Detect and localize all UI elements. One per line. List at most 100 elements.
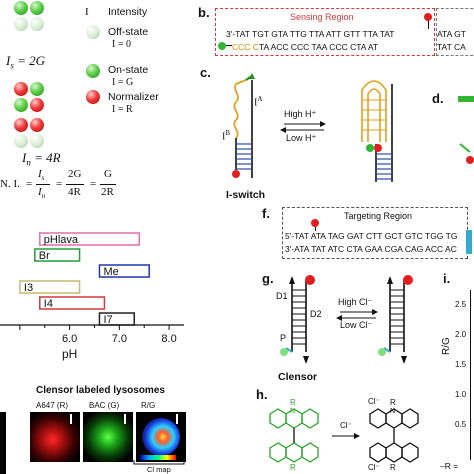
green-ball-icon [14, 98, 28, 112]
on-state-label: On-state [108, 64, 149, 76]
panel-d-letter: d. [432, 91, 444, 106]
right-region-box [436, 8, 474, 56]
sensing-region-box [215, 8, 435, 56]
off-ball-icon [14, 17, 28, 31]
normalizer-ball-icon [86, 90, 100, 104]
micro-ch2-label: BAC (G) [89, 401, 120, 410]
i-tick-0: 2.5 [455, 300, 467, 309]
off-ball-icon [30, 134, 44, 148]
b-bottom-strand: CCC CTA ACC CCC TAA CCC CTA AT [232, 42, 379, 52]
cmap-label: Cl map [147, 465, 171, 474]
red-ball-icon [30, 118, 44, 132]
h-cl-top-right: Cl⁻ [368, 397, 380, 406]
ph-tick-label: 6.0 [62, 333, 77, 345]
green-ball-icon [30, 82, 44, 96]
green-ball-icon [30, 1, 44, 15]
off-ball-icon [30, 17, 44, 31]
ratio-lead: N. I. [0, 178, 20, 190]
ph-range-bar [34, 248, 81, 262]
micro-ch1-label: A647 (R) [36, 401, 69, 410]
is-equation: Is = 2G [6, 53, 46, 71]
ratio-eq-sign-3: = [90, 178, 97, 190]
panel-i-letter: i. [443, 271, 451, 286]
h-r-top-left: R [290, 398, 296, 407]
g-p-label: P [280, 333, 287, 343]
ph-range-label: Br [39, 250, 50, 262]
micro-ch3-label: R/G [141, 401, 156, 410]
i-ylabel: R/G [441, 337, 452, 355]
ph-range-bar [98, 264, 150, 278]
a647-image [30, 412, 80, 462]
h-arrow-label: Cl⁻ [340, 421, 352, 430]
normalizer-eq: I = R [112, 104, 133, 115]
b-top-strand: 3'-TAT TGT GTA TTG TTA ATT GTT TTA TAT [226, 29, 395, 39]
clensor-diagram [280, 275, 413, 364]
i-tick-1: 2.0 [455, 330, 467, 339]
green-ball-icon [14, 1, 28, 15]
intensity-symbol: I [85, 6, 89, 18]
ph-range-label: Me [103, 266, 118, 278]
ratio-num2: 2G [68, 168, 82, 180]
d-green-bar [458, 96, 474, 102]
h-r-bottom-right: R [390, 463, 396, 472]
ratio-num3: G [104, 168, 112, 180]
c-arrow-bottom: Low H⁺ [286, 133, 317, 143]
normalizer-label: Normalizer [108, 91, 159, 103]
panel-g-letter: g. [262, 271, 274, 286]
off-state-label: Off-state [108, 26, 149, 38]
g-d1-label: D1 [276, 291, 288, 301]
on-state-ball-icon [86, 64, 100, 78]
c-arrow-top: High H⁺ [284, 109, 317, 119]
h-cl-bottom-right: Cl⁻ [368, 463, 380, 472]
b-green-dot-icon [218, 42, 226, 50]
panel-h-letter: h. [256, 387, 268, 402]
ratio-den2: 4R [68, 186, 81, 198]
ratio-is: Is [38, 168, 45, 183]
ph-tick-label: 8.0 [161, 333, 176, 345]
ph-tick-label: 7.0 [112, 333, 127, 345]
b-top-strand-right: ATA GT [437, 29, 466, 39]
ph-range-label: I4 [44, 298, 53, 310]
ph-range-bar [19, 280, 81, 294]
g-arrow-top: High Cl⁻ [338, 297, 373, 307]
g-name: Clensor [278, 371, 318, 383]
chemical-structures [269, 408, 419, 463]
panel-f-letter: f. [262, 206, 270, 221]
in-equation: In = 4R [22, 150, 61, 168]
b-bottom-strand-right: TAT CA [437, 42, 466, 52]
g-arrow-bottom: Low Cl⁻ [340, 320, 373, 330]
off-ball-icon [14, 134, 28, 148]
h-n-left: N [290, 408, 296, 415]
red-ball-icon [14, 118, 28, 132]
ratio-equation: N. I. = Is In = 2G 4R = G 2R [0, 167, 150, 203]
g-d2-label: D2 [310, 309, 322, 319]
ph-range-label: I3 [24, 282, 33, 294]
ph-xlabel: pH [62, 347, 77, 361]
intensity-label: Intensity [108, 6, 148, 18]
ph-range-bar [39, 232, 140, 246]
black-panel [0, 412, 6, 474]
red-ball-icon [30, 98, 44, 112]
h-r-bottom-left: R [290, 463, 296, 472]
i-tick-2: 1.5 [455, 360, 467, 369]
h-r-top-right: R [390, 398, 396, 407]
b-red-dot-icon [424, 13, 432, 21]
f-bottom-strand: 3'-ATA TAT ATC CTA GAA CGA CAG ACC AC [285, 244, 457, 254]
targeting-region-label: Targeting Region [344, 211, 413, 221]
ph-range-bar [39, 296, 106, 310]
off-state-eq: I = 0 [112, 39, 131, 50]
i-tick-3: 1.0 [455, 390, 467, 399]
i-tick-4: 0.5 [455, 420, 467, 429]
red-ball-icon [14, 82, 28, 96]
f-top-strand: 5'-TAT ATA TAG GAT CTT GCT GTC TGG TG [285, 231, 458, 241]
i-switch-diagram [232, 73, 393, 182]
c-label-b: IB [222, 129, 231, 143]
h-n-right: N [390, 408, 396, 415]
c-label-a: IA [254, 95, 263, 109]
off-state-ball-icon [86, 25, 100, 39]
on-state-eq: I = G [112, 77, 134, 88]
c-name: I-switch [226, 189, 266, 201]
ratio-eq-sign-2: = [56, 178, 63, 190]
i-legend: –R = [440, 461, 459, 471]
ratio-eq-sign: = [26, 178, 33, 190]
